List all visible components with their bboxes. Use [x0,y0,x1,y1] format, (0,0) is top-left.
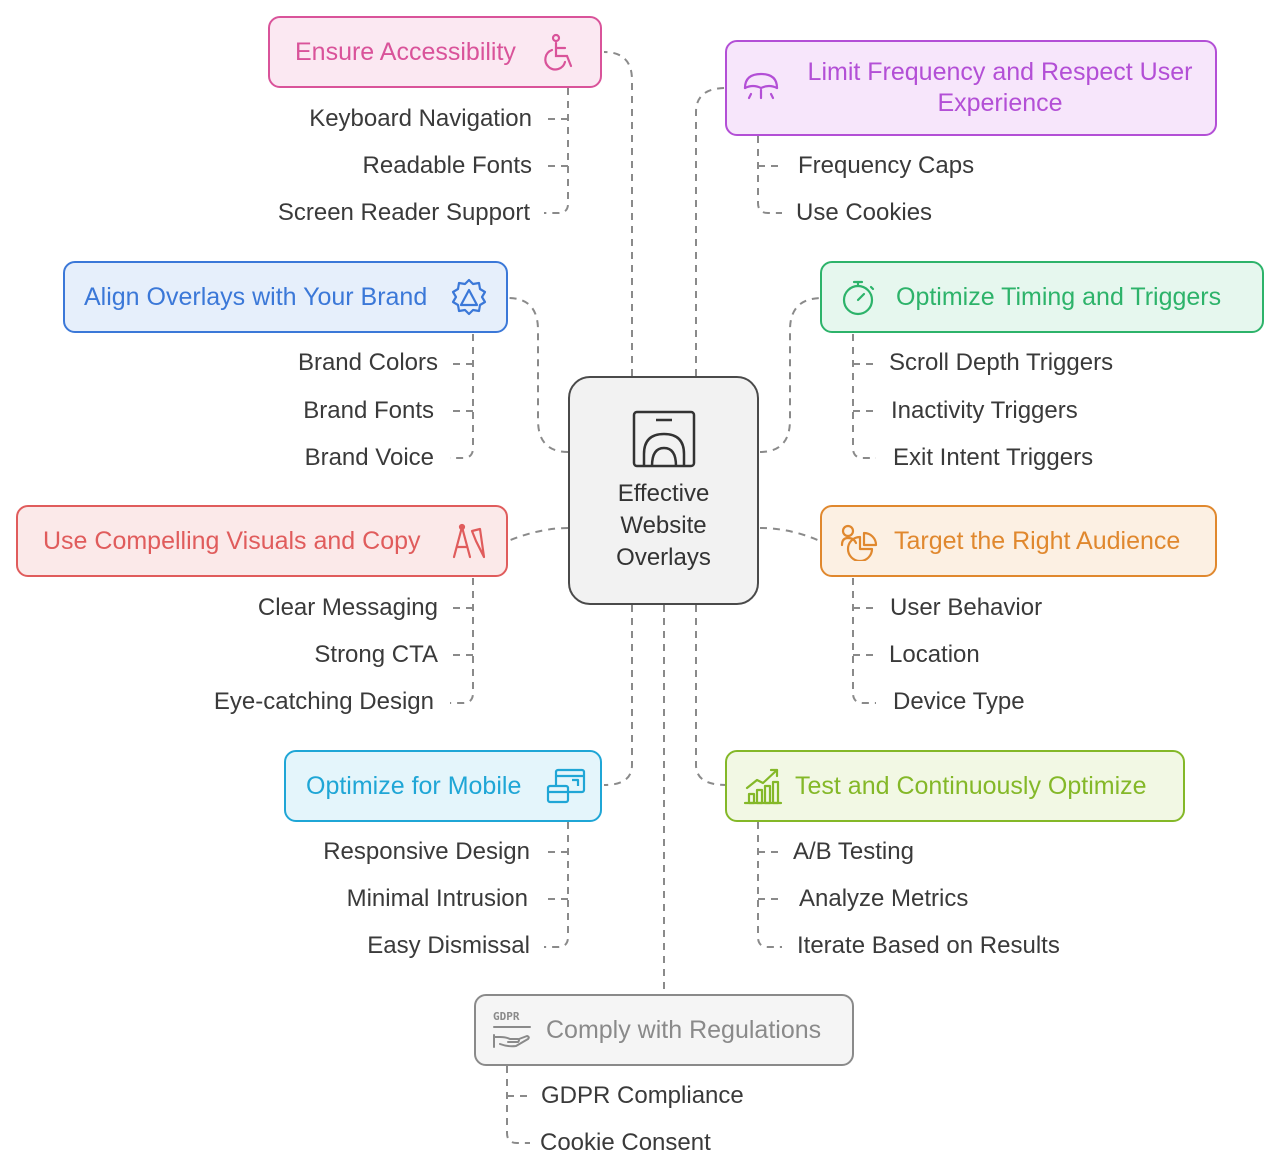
leaf-frequency-caps: Frequency Caps [798,152,975,179]
leaf-brand-fonts: Brand Fonts [303,397,434,424]
branch-align-brand: Align Overlays with Your Brand [63,261,508,333]
branch-optimize-timing: Optimize Timing and Triggers [820,261,1264,333]
gdpr-hand-icon: GDPR [492,1010,532,1050]
leaf-minimal-intrusion: Minimal Intrusion [346,885,528,912]
growth-chart-icon [743,766,783,806]
branch-title: Use Compelling Visuals and Copy [43,526,421,555]
branch-optimize-mobile: Optimize for Mobile [284,750,602,822]
audience-target-icon [838,521,878,561]
stopwatch-icon [838,277,878,317]
branch-comply-regulations: GDPR Comply with Regulations [474,994,854,1066]
leaf-responsive-design: Responsive Design [323,838,530,865]
design-tools-icon [448,521,488,561]
central-topic-node: Effective Website Overlays [568,376,759,605]
leaf-analyze-metrics: Analyze Metrics [799,885,969,912]
branch-title: Comply with Regulations [546,1015,822,1044]
branch-title: Ensure Accessibility [295,37,516,66]
leaf-ab-testing: A/B Testing [793,838,914,865]
leaf-readable-fonts: Readable Fonts [362,152,532,179]
branch-title: Limit Frequency and Respect User Experie… [807,58,1193,117]
leaf-location: Location [889,641,980,668]
branch-title: Align Overlays with Your Brand [84,282,428,311]
leaf-easy-dismissal: Easy Dismissal [367,932,530,959]
wheelchair-icon [540,32,580,72]
brand-badge-icon [449,277,489,317]
central-topic-line-1: Effective [617,480,710,507]
leaf-clear-messaging: Clear Messaging [257,594,438,621]
responsive-devices-icon [546,766,586,806]
gdpr-label: GDPR [493,1010,520,1023]
leaf-strong-cta: Strong CTA [314,641,438,668]
leaf-exit-intent-triggers: Exit Intent Triggers [893,444,1094,471]
leaf-device-type: Device Type [893,688,1025,715]
leaf-use-cookies: Use Cookies [796,199,933,226]
branch-title: Optimize Timing and Triggers [896,282,1222,311]
leaf-cookie-consent: Cookie Consent [540,1129,711,1156]
leaf-brand-voice: Brand Voice [304,444,434,471]
leaf-brand-colors: Brand Colors [297,349,438,376]
leaf-inactivity-triggers: Inactivity Triggers [891,397,1078,424]
central-topic-line-2: Website [620,512,707,539]
leaf-gdpr-compliance: GDPR Compliance [541,1082,744,1109]
branch-compelling-visuals: Use Compelling Visuals and Copy [16,505,508,577]
leaf-keyboard-navigation: Keyboard Navigation [309,105,532,132]
branch-limit-frequency: Limit Frequency and Respect User Experie… [725,40,1217,136]
leaf-iterate-based-on-results: Iterate Based on Results [797,932,1060,959]
leaf-scroll-depth-triggers: Scroll Depth Triggers [889,349,1114,376]
overlay-window-icon [632,410,696,468]
branch-target-audience: Target the Right Audience [820,505,1217,577]
leaf-eye-catching-design: Eye-catching Design [213,688,434,715]
branch-test-optimize: Test and Continuously Optimize [725,750,1185,822]
umbrella-icon [741,68,781,108]
branch-title: Target the Right Audience [894,526,1181,555]
branch-title: Optimize for Mobile [306,771,522,800]
central-topic-line-3: Overlays [616,544,711,571]
leaf-screen-reader-support: Screen Reader Support [277,199,530,226]
branch-title: Test and Continuously Optimize [795,771,1147,800]
branch-ensure-accessibility: Ensure Accessibility [268,16,602,88]
leaf-user-behavior: User Behavior [890,594,1043,621]
